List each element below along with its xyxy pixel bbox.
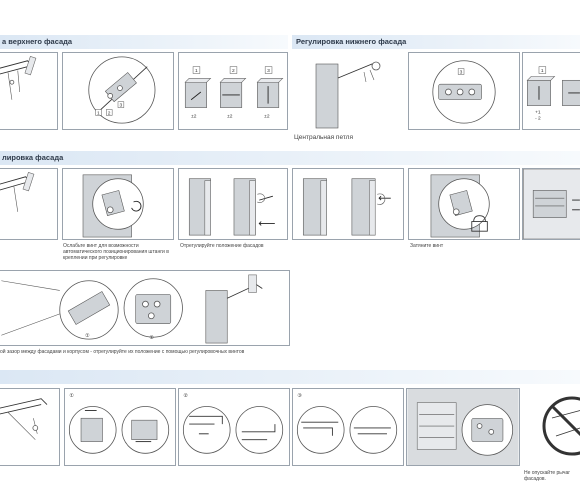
- loosen-screw-panel: [62, 168, 174, 240]
- cube-num-2: 2: [232, 68, 235, 74]
- cube-num-1: 1: [195, 68, 198, 74]
- gap-adjust-panel: ① ②: [0, 270, 290, 346]
- cabinet-drawing: [523, 169, 580, 239]
- lower-marker-3: 3: [460, 69, 463, 75]
- hinge-detail-panel: 1 2 3: [62, 52, 174, 130]
- gap-marker-2: ②: [149, 335, 154, 341]
- adjust-position-drawing-2: [302, 178, 391, 236]
- tighten-screw-panel: [408, 168, 520, 240]
- upper-lift-panel: [0, 52, 58, 130]
- warning-panel: [522, 388, 580, 466]
- hinge-circle-drawing: 1 2 3: [88, 56, 156, 124]
- adjust-position-panel-2: [292, 168, 404, 240]
- section-title-middle: лировка фасада: [2, 153, 64, 162]
- adjust-position-caption: Отрегулируйте положение фасадов: [180, 243, 264, 249]
- step1-drawing: ①: [68, 393, 170, 454]
- section-title-lower: Регулировка нижнего фасада: [296, 37, 407, 46]
- gap-marker-1: ①: [85, 333, 90, 339]
- mid-lift-panel: [0, 168, 58, 240]
- adjust-position-drawing: [188, 178, 275, 236]
- tighten-screw-drawing: [430, 174, 490, 238]
- cabinet-panel: [522, 168, 580, 240]
- lower-hinge-circle: 3: [432, 60, 496, 124]
- step1-marker: ①: [69, 393, 74, 399]
- step3-marker: ③: [297, 393, 302, 399]
- marker-3: 3: [119, 103, 122, 109]
- adjust-cubes-lower-panel: 1 +1 - 2: [522, 52, 580, 130]
- cube-num-3: 3: [267, 68, 270, 74]
- step1-panel: ①: [64, 388, 176, 466]
- mechanism-panel: [406, 388, 520, 466]
- step2-marker: ②: [183, 393, 188, 399]
- gap-adjust-drawing: ① ②: [1, 274, 263, 344]
- central-hinge-panel: [292, 52, 404, 130]
- adjust-cubes-lower: 1 +1 - 2: [526, 66, 580, 121]
- adjust-cubes-upper: 1 2 3 ±2 ±2 ±2: [184, 66, 284, 119]
- lower-cube-num-1: 1: [541, 68, 544, 74]
- adjust-position-panel: [178, 168, 288, 240]
- section-band-upper: [0, 35, 288, 49]
- central-hinge-caption: Центральная петля: [294, 134, 353, 141]
- section-band-bottom: [0, 370, 580, 384]
- cube-label-3: ±2: [264, 113, 270, 119]
- loosen-screw-drawing: [82, 174, 144, 238]
- lower-cube-label-m2: - 2: [535, 115, 541, 121]
- warning-caption: Не опускайте рычаг фасадов.: [524, 470, 571, 482]
- bottom-lift-panel: [0, 388, 60, 466]
- mid-lift-drawing: [0, 172, 35, 212]
- section-band-middle: [0, 151, 580, 165]
- section-band-lower: [292, 35, 580, 49]
- cube-label-2: ±2: [227, 113, 233, 119]
- lift-arm-drawing: [0, 56, 37, 100]
- section-title-upper: а верхнего фасада: [2, 37, 73, 46]
- mechanism-drawing: [407, 389, 519, 465]
- lower-cube-label-p1: +1: [535, 109, 541, 115]
- step3-panel: ③: [292, 388, 404, 466]
- step2-drawing: ②: [182, 393, 284, 454]
- marker-1: 1: [97, 110, 100, 116]
- loosen-screw-caption: Ослабьте винт для возможности автоматиче…: [63, 243, 169, 261]
- cube-label-1: ±2: [191, 113, 197, 119]
- tighten-screw-caption: Затяните винт: [410, 243, 444, 249]
- lower-hinge-detail-panel: 3: [408, 52, 520, 130]
- step3-drawing: ③: [296, 393, 398, 454]
- step2-panel: ②: [178, 388, 290, 466]
- gap-note-caption: ой зазор между фасадами и корпусом - отр…: [0, 349, 245, 355]
- adjust-cubes-upper-panel: 1 2 3 ±2 ±2 ±2: [178, 52, 288, 130]
- no-drop-warning-icon: [542, 396, 580, 456]
- marker-2: 2: [108, 110, 111, 116]
- central-hinge-drawing: [315, 61, 381, 129]
- bottom-lift-drawing: [0, 398, 48, 440]
